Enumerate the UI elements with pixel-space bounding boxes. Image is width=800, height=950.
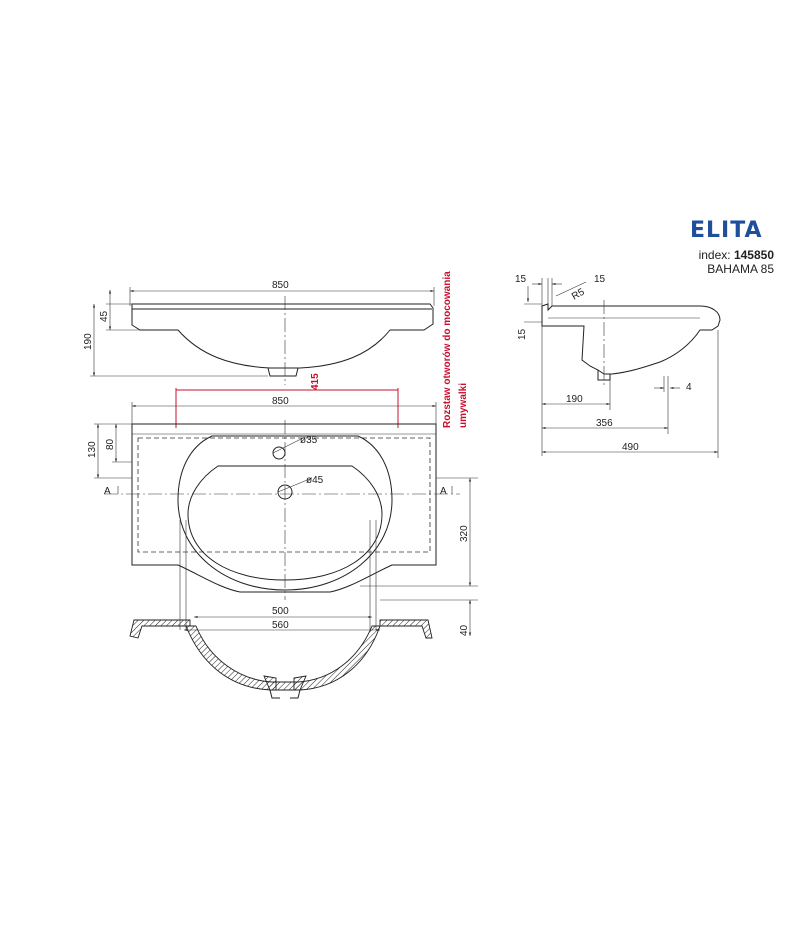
brand-logo: ELITA	[690, 218, 775, 246]
index-label: index:	[698, 248, 731, 262]
section-right-label: A	[440, 486, 447, 497]
front-view: 850 45 190	[83, 280, 435, 385]
tap-hole-label: ø35	[300, 435, 318, 446]
depth-a-label: 80	[105, 438, 116, 450]
product-index: index: 145850	[680, 248, 774, 262]
side-view: 15 15 R5 15 190 4 356 490	[515, 274, 721, 458]
depth-b-label: 130	[87, 441, 98, 458]
front-height-label: 190	[83, 333, 94, 350]
plan-width-label: 850	[272, 396, 289, 407]
side-thickness-label: 15	[517, 328, 528, 340]
front-depth-label: 45	[99, 310, 110, 322]
side-wall-label: 4	[686, 382, 692, 393]
mount-note: Rozstaw otworów do mocowania umywalki	[442, 271, 469, 428]
section-inner-width-label: 500	[272, 606, 289, 617]
index-value: 145850	[733, 248, 774, 262]
front-width-label: 850	[272, 280, 289, 291]
product-model: BAHAMA 85	[707, 262, 774, 276]
plan-view: 415 850 A A ø35 ø45 80 130	[87, 373, 478, 636]
note-line-1: Rozstaw otworów do mocowania	[442, 271, 453, 428]
side-total-depth-label: 490	[622, 442, 639, 453]
section-outer-width-label: 560	[272, 620, 289, 631]
side-bowl-width-label: 356	[596, 418, 613, 429]
side-radius-label: R5	[570, 286, 587, 302]
note-line-2: umywalki	[458, 383, 469, 428]
bowl-depth-label: 320	[459, 525, 470, 542]
mount-spacing-label: 415	[310, 373, 321, 390]
side-bowl-offset-label: 190	[566, 394, 583, 405]
drain-hole-label: ø45	[306, 475, 324, 486]
side-lip-left-label: 15	[515, 274, 527, 285]
section-view: 500 560	[129, 606, 433, 699]
brand-name: ELITA	[690, 218, 763, 243]
side-lip-right-label: 15	[594, 274, 606, 285]
section-left-label: A	[104, 486, 111, 497]
bowl-front-label: 40	[459, 624, 470, 636]
